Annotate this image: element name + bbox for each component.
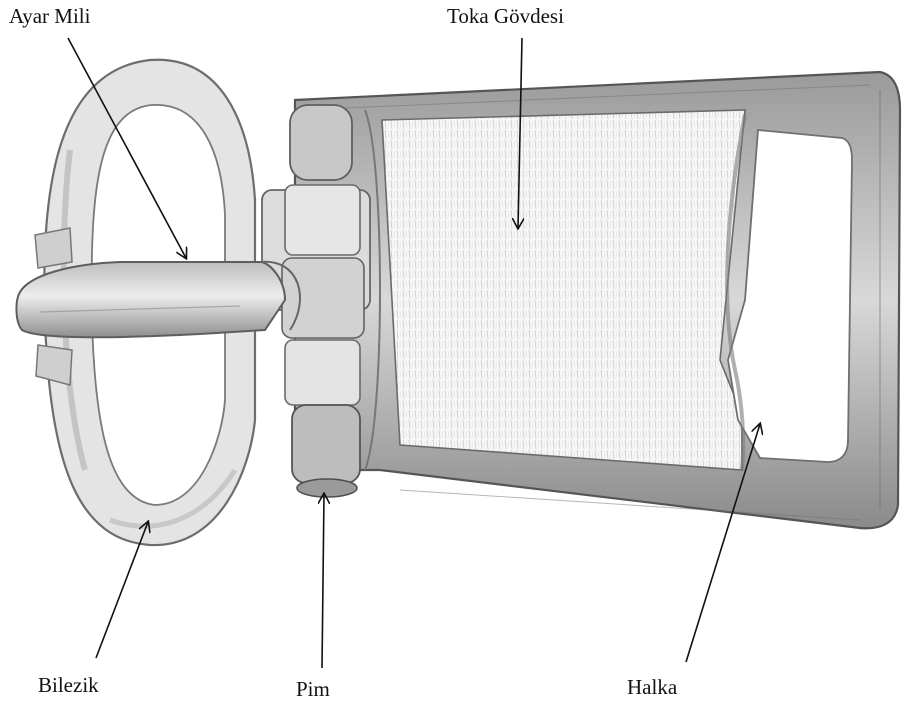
- arrow-pim: [322, 494, 324, 668]
- frame-toka-govdesi: [295, 72, 900, 528]
- arrow-bilezik: [96, 522, 148, 658]
- label-toka-govdesi: Toka Gövdesi: [447, 4, 564, 29]
- label-halka: Halka: [627, 675, 677, 700]
- label-ayar-mili: Ayar Mili: [9, 4, 90, 29]
- label-pim: Pim: [296, 677, 330, 702]
- label-bilezik: Bilezik: [38, 673, 99, 698]
- tongue-ayar-mili: [16, 262, 300, 338]
